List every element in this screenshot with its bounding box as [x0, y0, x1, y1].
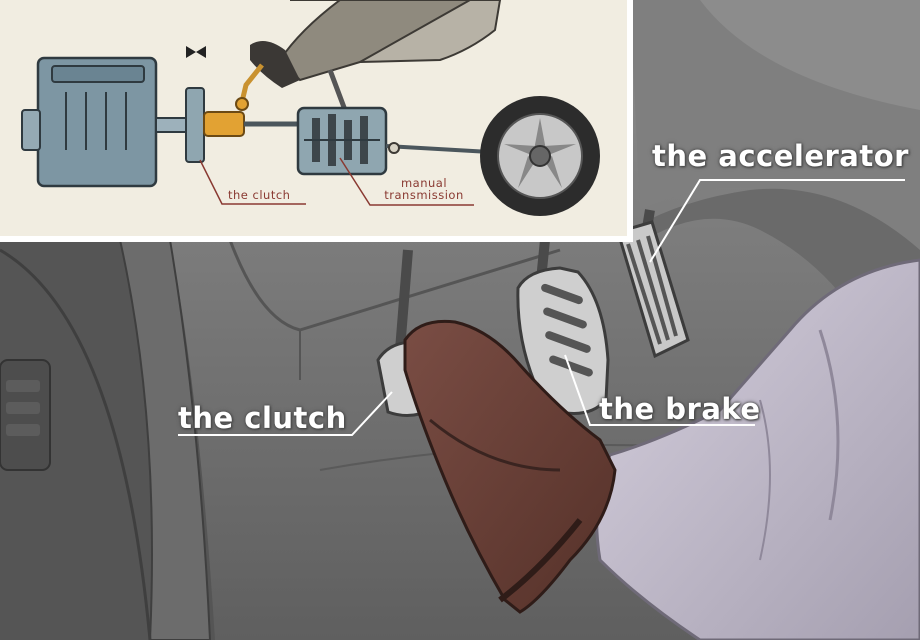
accelerator-pointer: [649, 179, 905, 263]
trouser-leg: [595, 258, 920, 640]
dashboard-edge: [700, 0, 920, 110]
inset-clutch-label: the clutch: [228, 188, 291, 202]
small-clutch-pointer: [199, 159, 306, 205]
speaker-grille: [0, 359, 51, 471]
trouser-fold: [818, 329, 840, 521]
inset-transmission-label: manual transmission: [372, 177, 476, 201]
firewall-line: [228, 239, 561, 332]
clutch-pointer: [178, 391, 393, 436]
engine: [21, 56, 187, 188]
gear-stick: [327, 69, 348, 111]
brake-label: the brake: [599, 392, 761, 426]
clutch-arm: [395, 249, 413, 351]
drive-shaft: [385, 144, 491, 154]
small-transmission-pointer: [339, 157, 474, 206]
shoe-heel: [498, 518, 583, 603]
brake-pointer: [564, 354, 755, 426]
door-edge: [0, 248, 152, 640]
trouser-fold: [759, 399, 771, 561]
grille-slot: [6, 424, 40, 436]
clutch-assembly: [185, 87, 245, 163]
driver-shoe: [250, 41, 300, 88]
clutch-label: the clutch: [178, 401, 347, 435]
grille-slot: [6, 402, 40, 414]
accelerator-label: the accelerator: [652, 139, 909, 173]
shaft-joint: [388, 142, 400, 154]
door-sill: [118, 239, 212, 640]
drivetrain-inset: the clutch manual transmission: [0, 0, 633, 242]
accelerator-pedal: [616, 220, 690, 359]
drivetrain-diagram: [21, 0, 600, 216]
brake-pedal: [516, 266, 610, 415]
shoe-seam: [429, 418, 561, 472]
bowtie-icon: [186, 46, 206, 58]
seat: [359, 0, 502, 63]
inset-transmission-line1: manual: [400, 176, 448, 190]
wheel: [480, 96, 600, 216]
grille-slot: [6, 380, 40, 392]
linkage-pivot: [235, 97, 249, 111]
inset-transmission-line2: transmission: [384, 188, 464, 203]
transmission: [296, 106, 388, 176]
